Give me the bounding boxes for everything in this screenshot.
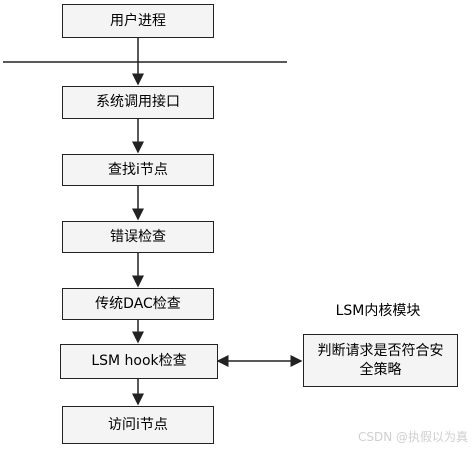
- node-find-inode-label: 查找i节点: [108, 161, 168, 178]
- node-lsm-hook-label: LSM hook检查: [91, 353, 187, 370]
- node-access-inode: 访问i节点: [62, 406, 214, 444]
- node-policy-check: 判断请求是否符合安全策略: [303, 334, 458, 387]
- node-dac-check-label: 传统DAC检查: [95, 295, 181, 312]
- watermark: CSDN @执假以为真: [357, 430, 468, 444]
- node-syscall: 系统调用接口: [62, 86, 214, 119]
- node-user-process: 用户进程: [62, 4, 214, 38]
- lsm-module-label: LSM内核模块: [335, 303, 421, 319]
- node-find-inode: 查找i节点: [62, 154, 214, 186]
- node-syscall-label: 系统调用接口: [96, 94, 180, 111]
- node-error-check: 错误检查: [62, 221, 214, 253]
- node-error-check-label: 错误检查: [110, 228, 166, 245]
- node-access-inode-label: 访问i节点: [108, 416, 168, 433]
- node-dac-check: 传统DAC检查: [62, 288, 214, 320]
- node-policy-check-label: 判断请求是否符合安全策略: [317, 343, 444, 378]
- node-user-process-label: 用户进程: [110, 12, 166, 29]
- node-lsm-hook: LSM hook检查: [60, 344, 218, 379]
